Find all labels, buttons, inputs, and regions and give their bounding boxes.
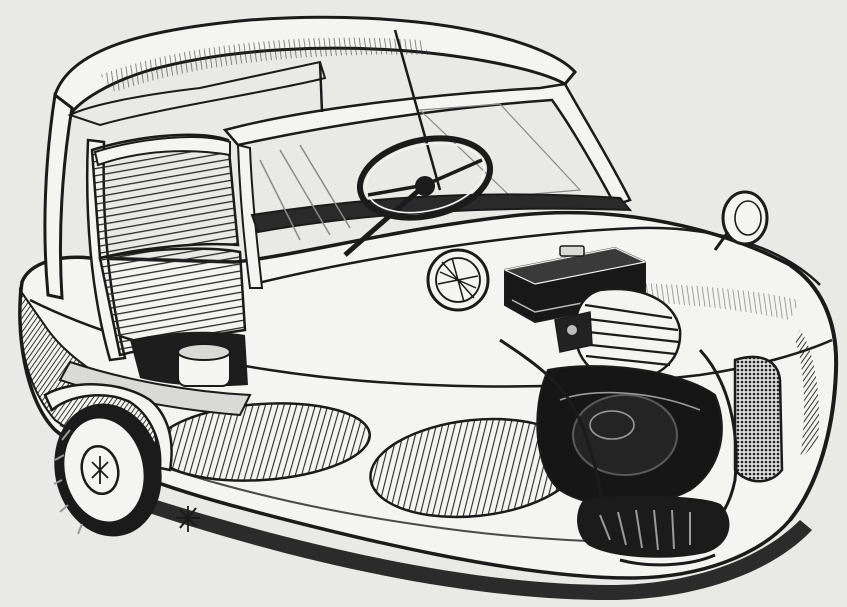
steering-wheel-spoke-right xyxy=(424,158,483,187)
steering-wheel-rim-highlight xyxy=(365,142,485,214)
windscreen-lower-rail xyxy=(236,143,264,289)
windscreen-glass-reflection xyxy=(418,103,582,197)
interior-panel-lines xyxy=(259,144,351,241)
bonnet-outline xyxy=(249,226,821,287)
front-bumper-spine xyxy=(619,553,716,567)
front-grille xyxy=(733,355,784,483)
front-panel-shade xyxy=(795,330,820,460)
engine-cradle-tube xyxy=(499,338,607,521)
crankcase-cover-highlight xyxy=(589,410,635,440)
crankcase-cover xyxy=(572,394,678,476)
crankcase-edge-highlight xyxy=(559,391,701,411)
dashboard xyxy=(250,193,633,234)
artist-monogram-mark xyxy=(176,506,200,532)
engine-assembly xyxy=(499,245,738,567)
front-nose-outline xyxy=(788,263,839,522)
rear-wheel-tread-marks xyxy=(53,429,83,535)
steering-wheel-hub xyxy=(415,176,435,196)
fuel-filler-cap xyxy=(559,245,585,257)
cowl-ventilator-vanes xyxy=(437,257,479,303)
cylinder-cooling-fins xyxy=(578,303,680,376)
rear-wheel-hub-bolts xyxy=(91,456,109,484)
side-lamp-inner xyxy=(734,200,762,236)
roof-rail-upright xyxy=(393,29,442,191)
roof-window-mullion xyxy=(318,61,324,113)
carburettor-highlight xyxy=(567,325,577,335)
rear-wheel xyxy=(53,403,162,537)
seat-back-top-roll xyxy=(93,136,231,167)
cowl-ventilator-inner xyxy=(435,257,481,303)
ground-shadow xyxy=(140,498,812,600)
rear-roof-pillar xyxy=(43,92,74,300)
steering-column xyxy=(343,183,427,257)
steering-wheel-rim xyxy=(356,135,494,221)
rear-fender xyxy=(43,383,173,472)
seat-back xyxy=(90,133,240,260)
side-lamp-mount xyxy=(713,231,730,251)
gear-housing-cap xyxy=(177,343,231,361)
roof-hatched-band xyxy=(100,37,430,92)
front-wheel-tread xyxy=(599,509,691,551)
front-wheel-housing xyxy=(577,495,730,558)
